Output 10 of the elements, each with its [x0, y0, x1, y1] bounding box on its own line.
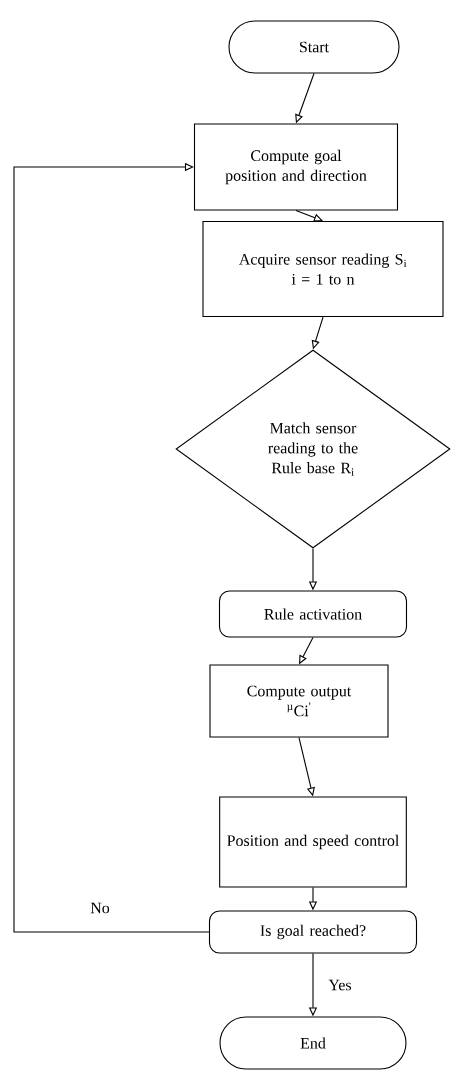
process-box: Compute goal position and direction [193, 123, 399, 211]
process-box: Compute output $^{µ}$Ci$^{'}$ [209, 664, 389, 738]
process-box: Acquire sensor reading S$_{i}$ i = 1 to n [202, 220, 444, 318]
arrow [295, 210, 323, 222]
rounded-box: Is goal reached? [208, 910, 418, 954]
rounded-box: Rule activation [218, 590, 408, 638]
edge-label: No [89, 901, 111, 915]
process-box: Position and speed control [219, 796, 407, 888]
edge-label: Yes [327, 978, 353, 992]
arrow [13, 162, 210, 933]
